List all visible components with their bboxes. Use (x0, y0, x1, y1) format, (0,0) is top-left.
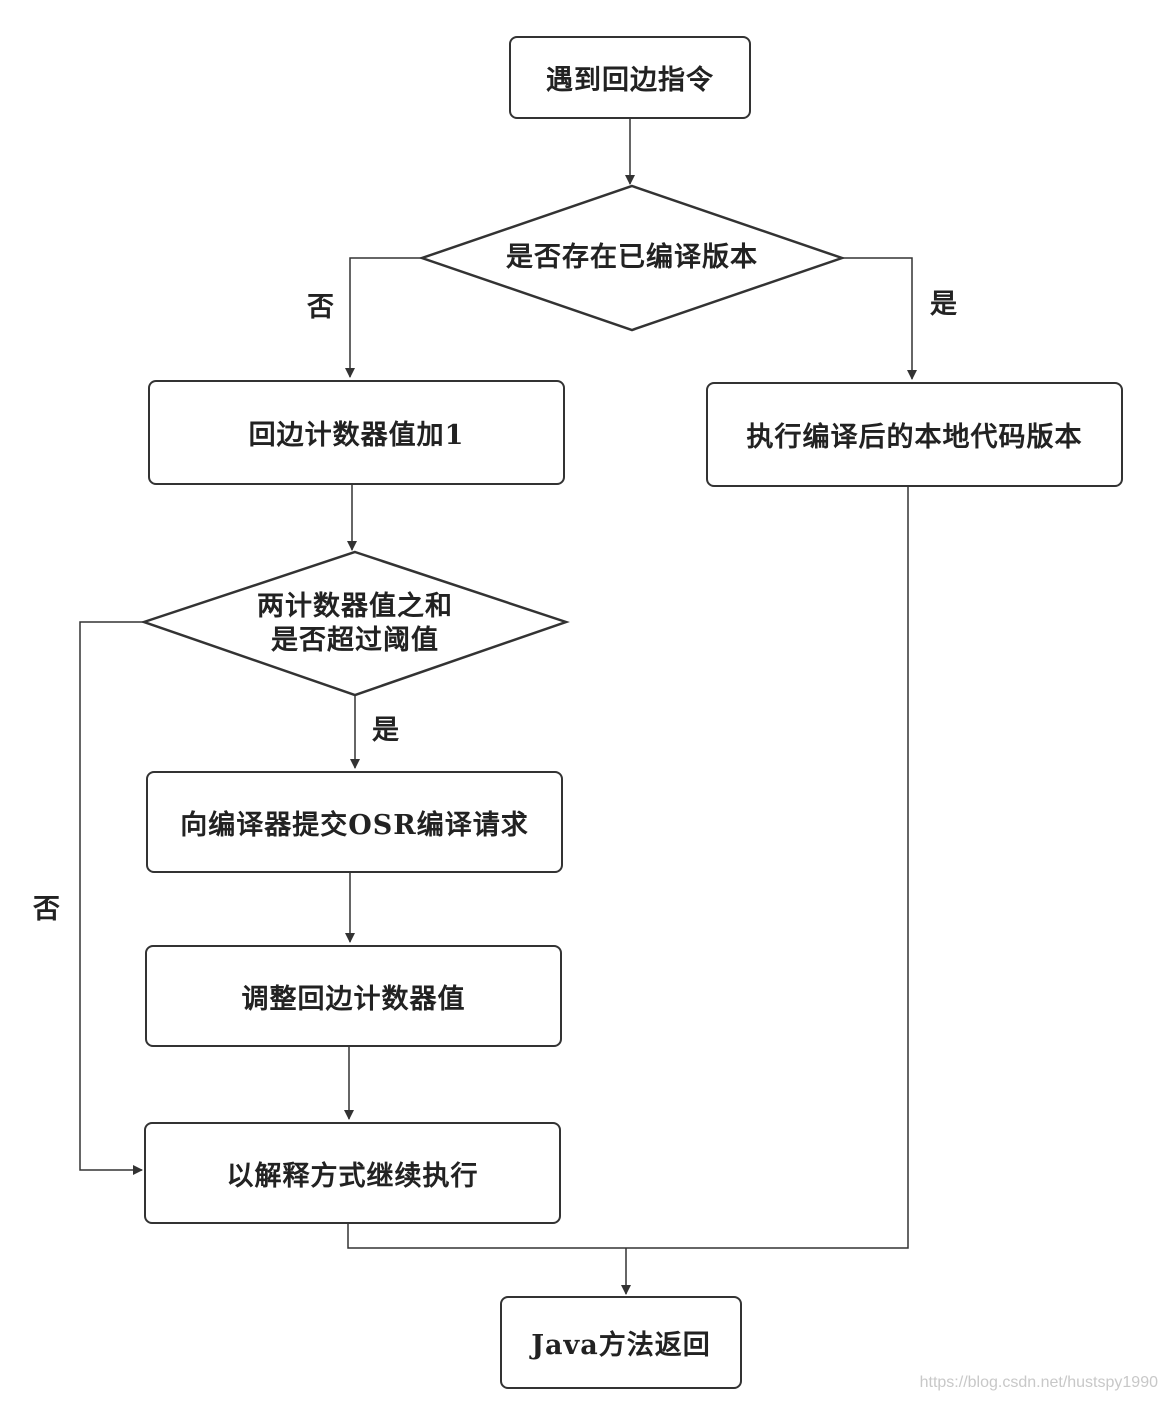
end-node: Java方法返回 (500, 1296, 742, 1389)
increment-counter-node: 回边计数器值加1 (148, 380, 565, 485)
arrow-compiled-yes (842, 257, 917, 380)
submit-osr-node: 向编译器提交OSR编译请求 (146, 771, 563, 873)
decision-threshold-line2: 是否超过阈值 (271, 624, 439, 656)
line-interpret-to-merge (347, 1223, 626, 1249)
line-native-to-merge (626, 487, 909, 1249)
edge-label-threshold-no: 否 (33, 894, 60, 925)
edge-label-compiled-yes: 是 (930, 289, 957, 320)
edge-label-compiled-no: 否 (307, 292, 334, 323)
arrow-threshold-no (79, 621, 144, 1175)
decision-compiled-label: 是否存在已编译版本 (422, 186, 842, 330)
run-native-node: 执行编译后的本地代码版本 (706, 382, 1123, 487)
watermark-text: https://blog.csdn.net/hustspy1990 (919, 1374, 1158, 1391)
edge-label-threshold-yes: 是 (372, 715, 399, 746)
decision-compiled-text: 是否存在已编译版本 (506, 242, 758, 273)
interpret-node: 以解释方式继续执行 (144, 1122, 561, 1224)
decision-threshold-line1: 两计数器值之和 (257, 590, 453, 622)
adjust-counter-node: 调整回边计数器值 (145, 945, 562, 1047)
decision-threshold-label: 两计数器值之和 是否超过阈值 (144, 552, 566, 695)
start-node: 遇到回边指令 (509, 36, 751, 119)
arrow-compiled-no (345, 257, 422, 378)
decision-compiled-diamond (418, 184, 846, 332)
